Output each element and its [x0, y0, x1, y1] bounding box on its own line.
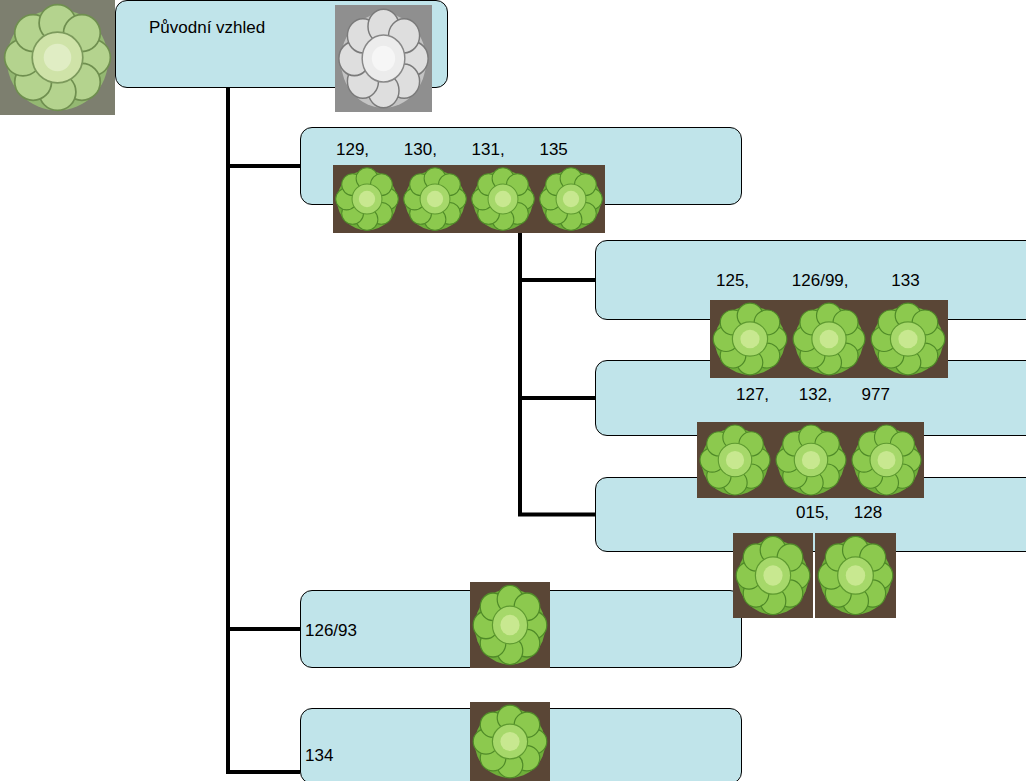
lettuce-photo	[868, 300, 948, 378]
lettuce-photo	[469, 165, 537, 233]
origin-box: Původní vzhled	[115, 0, 448, 88]
lettuce-photo	[697, 422, 773, 498]
lettuce-photo	[537, 165, 605, 233]
box-text: Původní vzhled	[149, 18, 265, 38]
box-text: 126/93	[305, 621, 357, 641]
lettuce-photo	[815, 533, 896, 618]
lettuce-photo	[0, 0, 115, 115]
lettuce-photo	[710, 300, 790, 378]
tree-connector	[520, 205, 595, 515]
variety-box: 126/93	[300, 590, 742, 668]
variety-group-box: 015, 128	[595, 477, 1026, 552]
lettuce-photo	[470, 702, 550, 781]
variety-group-box: 127, 132, 977	[595, 360, 1026, 436]
tree-connector	[520, 205, 595, 280]
lettuce-photo	[401, 165, 469, 233]
lettuce-photo	[733, 533, 813, 618]
variety-box: 134	[300, 708, 742, 781]
tree-connector	[520, 205, 595, 398]
variety-group-box: 129, 130, 131, 135	[300, 127, 742, 205]
lettuce-photo	[849, 422, 924, 498]
lettuce-photo	[470, 582, 550, 668]
tree-connector	[228, 88, 300, 629]
tree-connector	[228, 88, 300, 772]
box-text: 015, 128	[796, 503, 882, 523]
lettuce-photo	[773, 422, 849, 498]
box-text: 129, 130, 131, 135	[336, 140, 568, 160]
variety-group-box: 125, 126/99, 133	[595, 240, 1026, 320]
box-text: 127, 132, 977	[736, 385, 890, 405]
lettuce-photo	[790, 300, 868, 378]
lettuce-photo	[335, 5, 432, 112]
box-text: 134	[305, 746, 333, 766]
lettuce-photo	[333, 165, 401, 233]
box-text: 125, 126/99, 133	[716, 271, 920, 291]
tree-connector	[228, 88, 300, 166]
